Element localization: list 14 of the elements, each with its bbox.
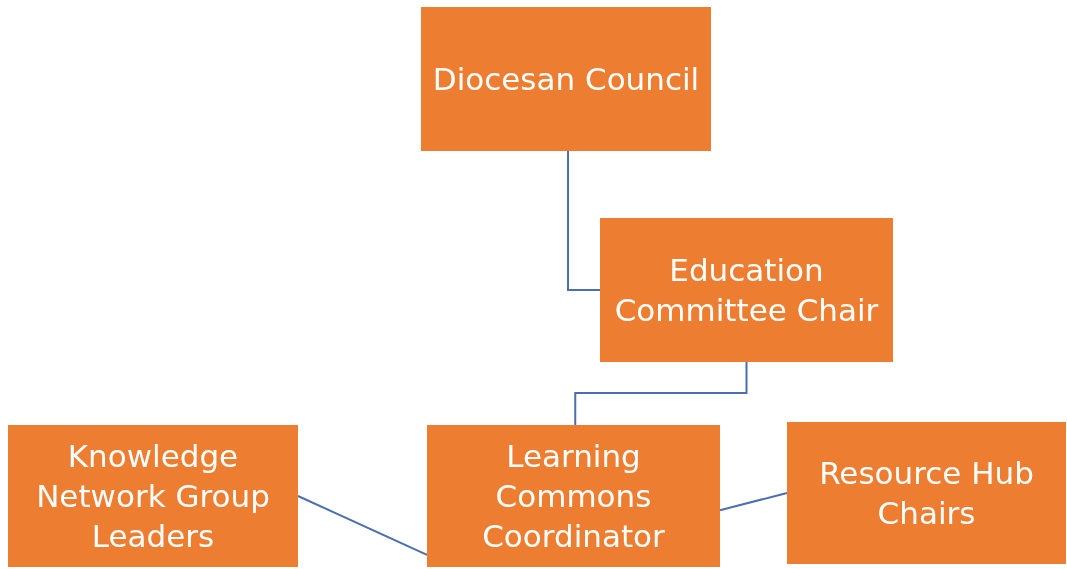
org-box (787, 422, 1066, 564)
connector-line (574, 361, 748, 426)
role-title: Resource Hub Chairs (818, 453, 1035, 533)
role-title: Education Committee Chair (613, 250, 880, 330)
connector-line (297, 495, 428, 556)
connector-line (567, 150, 601, 291)
org-box (427, 425, 720, 567)
org-box (8, 425, 298, 567)
org-box (421, 7, 711, 151)
role-title: Diocesan Council (432, 59, 700, 99)
role-title: Knowledge Network Group Leaders (35, 436, 271, 557)
connector-line (719, 492, 788, 512)
org-box (600, 218, 893, 362)
role-title: Learning Commons Coordinator (481, 436, 666, 557)
